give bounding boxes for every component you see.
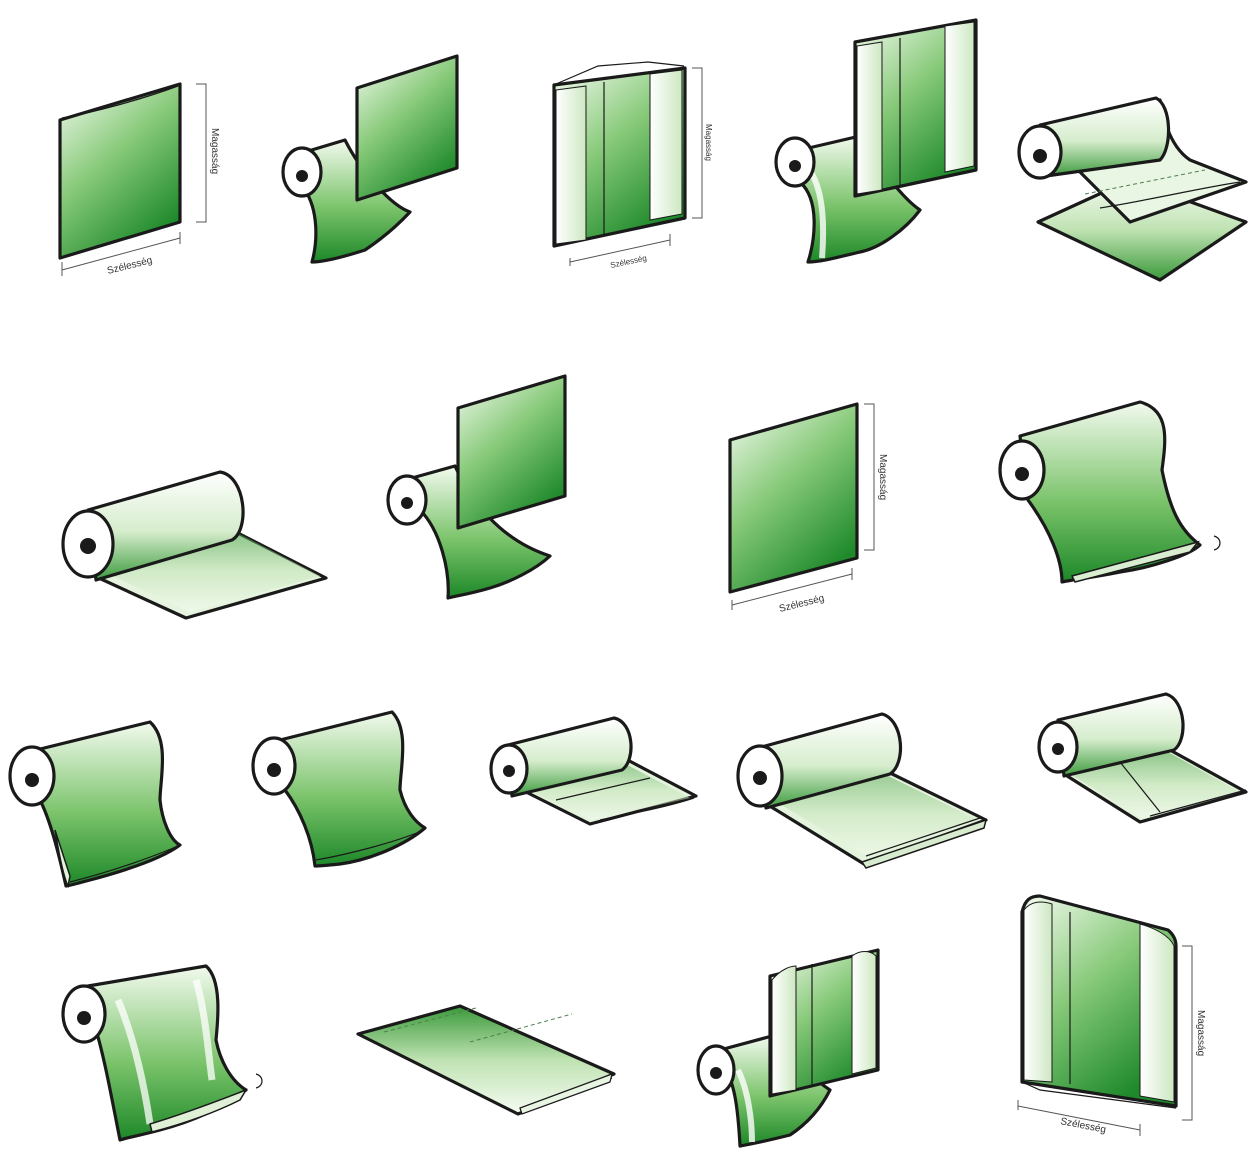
width-label: Szélesség <box>610 253 648 269</box>
half-tube-film-roll <box>736 712 988 869</box>
flat-film-roll <box>61 470 328 620</box>
bag-on-roll <box>281 54 459 264</box>
side-gusset-bag-with-dimensions: Szélesség Magasság <box>552 61 713 270</box>
height-label: Magasság <box>209 128 220 174</box>
center-fold-film-roll <box>489 716 698 826</box>
hanging-film-roll <box>251 710 427 868</box>
height-label: Magasság <box>1195 1010 1206 1056</box>
hanging-film-roll-folded-edge <box>8 720 182 889</box>
height-label: Magasság <box>704 124 713 161</box>
flat-sheet-with-dimensions: Szélesség Magasság <box>728 402 888 615</box>
width-label: Szélesség <box>778 593 825 615</box>
hanging-film-roll-with-fold <box>998 400 1221 584</box>
sheet-on-roll <box>386 374 567 600</box>
folded-film-on-roll-perforated <box>1017 96 1248 282</box>
side-gusset-bag-front-with-dimensions: Szélesség Magasság <box>1017 894 1206 1136</box>
side-gusset-bag-on-gusseted-roll <box>696 948 880 1148</box>
flat-bag-with-dimensions: Szélesség Magasság <box>58 82 220 277</box>
height-label: Magasság <box>877 454 888 500</box>
width-label: Szélesség <box>106 255 153 277</box>
side-gusset-bag-on-roll <box>774 18 978 264</box>
gusseted-tube-roll <box>61 964 263 1142</box>
perforated-flat-bag <box>356 1004 616 1116</box>
double-center-fold-film-roll <box>1037 692 1248 824</box>
